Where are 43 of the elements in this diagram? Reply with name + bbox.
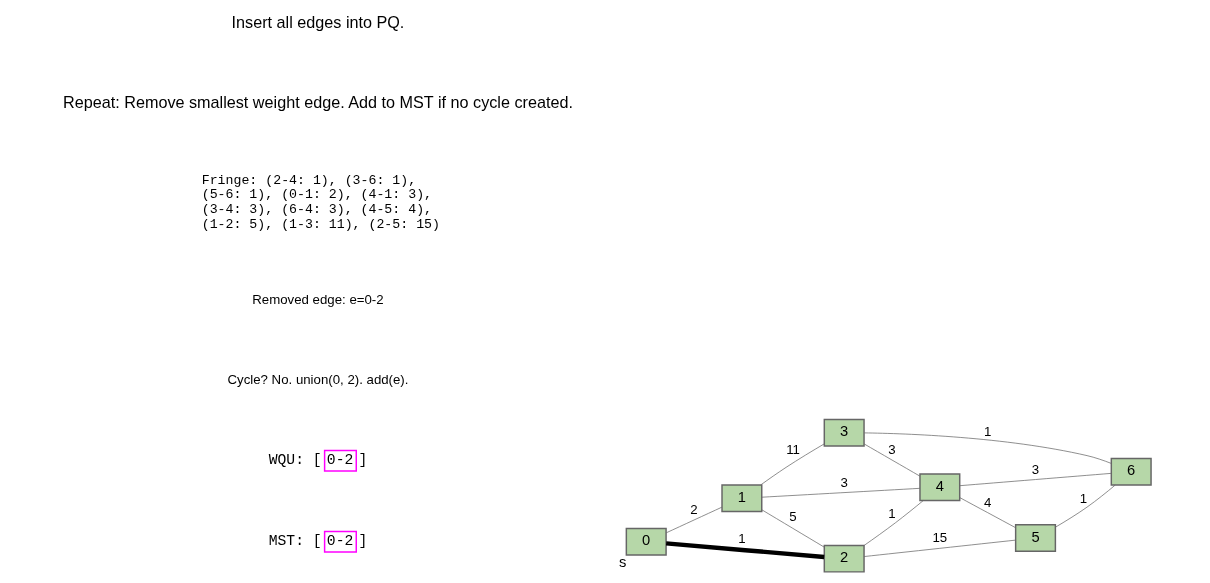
node-box: 4 bbox=[919, 473, 961, 502]
edge-label: 3 bbox=[888, 442, 896, 458]
connector bbox=[863, 539, 1016, 557]
edge-label: 11 bbox=[786, 442, 800, 458]
label: Removed edge: e=0-2 bbox=[252, 292, 384, 308]
connector bbox=[665, 541, 825, 560]
node-label: WQU: [ bbox=[268, 452, 322, 469]
connector bbox=[1055, 484, 1116, 528]
node-box: 0-2 bbox=[323, 530, 357, 553]
node-box: 0-2 bbox=[323, 449, 357, 472]
node-box: 6 bbox=[1110, 457, 1152, 486]
label: Repeat: Remove smallest weight edge. Add to MST if no cycle created. bbox=[63, 92, 573, 111]
node-box: 2 bbox=[823, 544, 865, 573]
edge-label: 3 bbox=[840, 474, 848, 490]
edge-label: 1 bbox=[1079, 491, 1088, 506]
edge-label: 1 bbox=[983, 424, 992, 440]
node-box: 5 bbox=[1014, 524, 1057, 552]
node-box: 3 bbox=[823, 418, 865, 447]
connector bbox=[863, 432, 1112, 464]
edge-label: 2 bbox=[690, 502, 698, 518]
edge-label: 3 bbox=[1031, 461, 1040, 477]
connector bbox=[761, 509, 825, 548]
edge-label: 5 bbox=[789, 508, 797, 524]
node-label: ] bbox=[358, 533, 368, 550]
connector bbox=[761, 487, 921, 498]
node-box: 1 bbox=[721, 484, 763, 513]
label: Cycle? No. union(0, 2). add(e). bbox=[227, 371, 409, 387]
connector bbox=[665, 506, 723, 534]
label: Insert all edges into PQ. bbox=[231, 13, 405, 32]
connector bbox=[863, 443, 921, 477]
node-label: s bbox=[618, 553, 627, 570]
connector bbox=[760, 443, 825, 486]
label: Fringe: (2-4: 1), (3-6: 1), (5-6: 1), (0-1: 2), (4-1: 3), (3-4: 3), (6-4: 3), (4-5: 4), (1-2: 5), (1-3: 11), (2-5: 15) bbox=[201, 172, 440, 232]
node-box: 0 bbox=[625, 527, 667, 556]
connector bbox=[959, 473, 1112, 487]
edge-label: 1 bbox=[738, 531, 746, 547]
connector bbox=[863, 500, 924, 546]
node-label: ] bbox=[358, 452, 368, 469]
connector bbox=[959, 497, 1016, 528]
edge-label: 1 bbox=[888, 506, 896, 522]
edge-label: 15 bbox=[932, 530, 948, 546]
edge-label: 4 bbox=[983, 494, 992, 510]
node-label: MST: [ bbox=[268, 533, 322, 550]
